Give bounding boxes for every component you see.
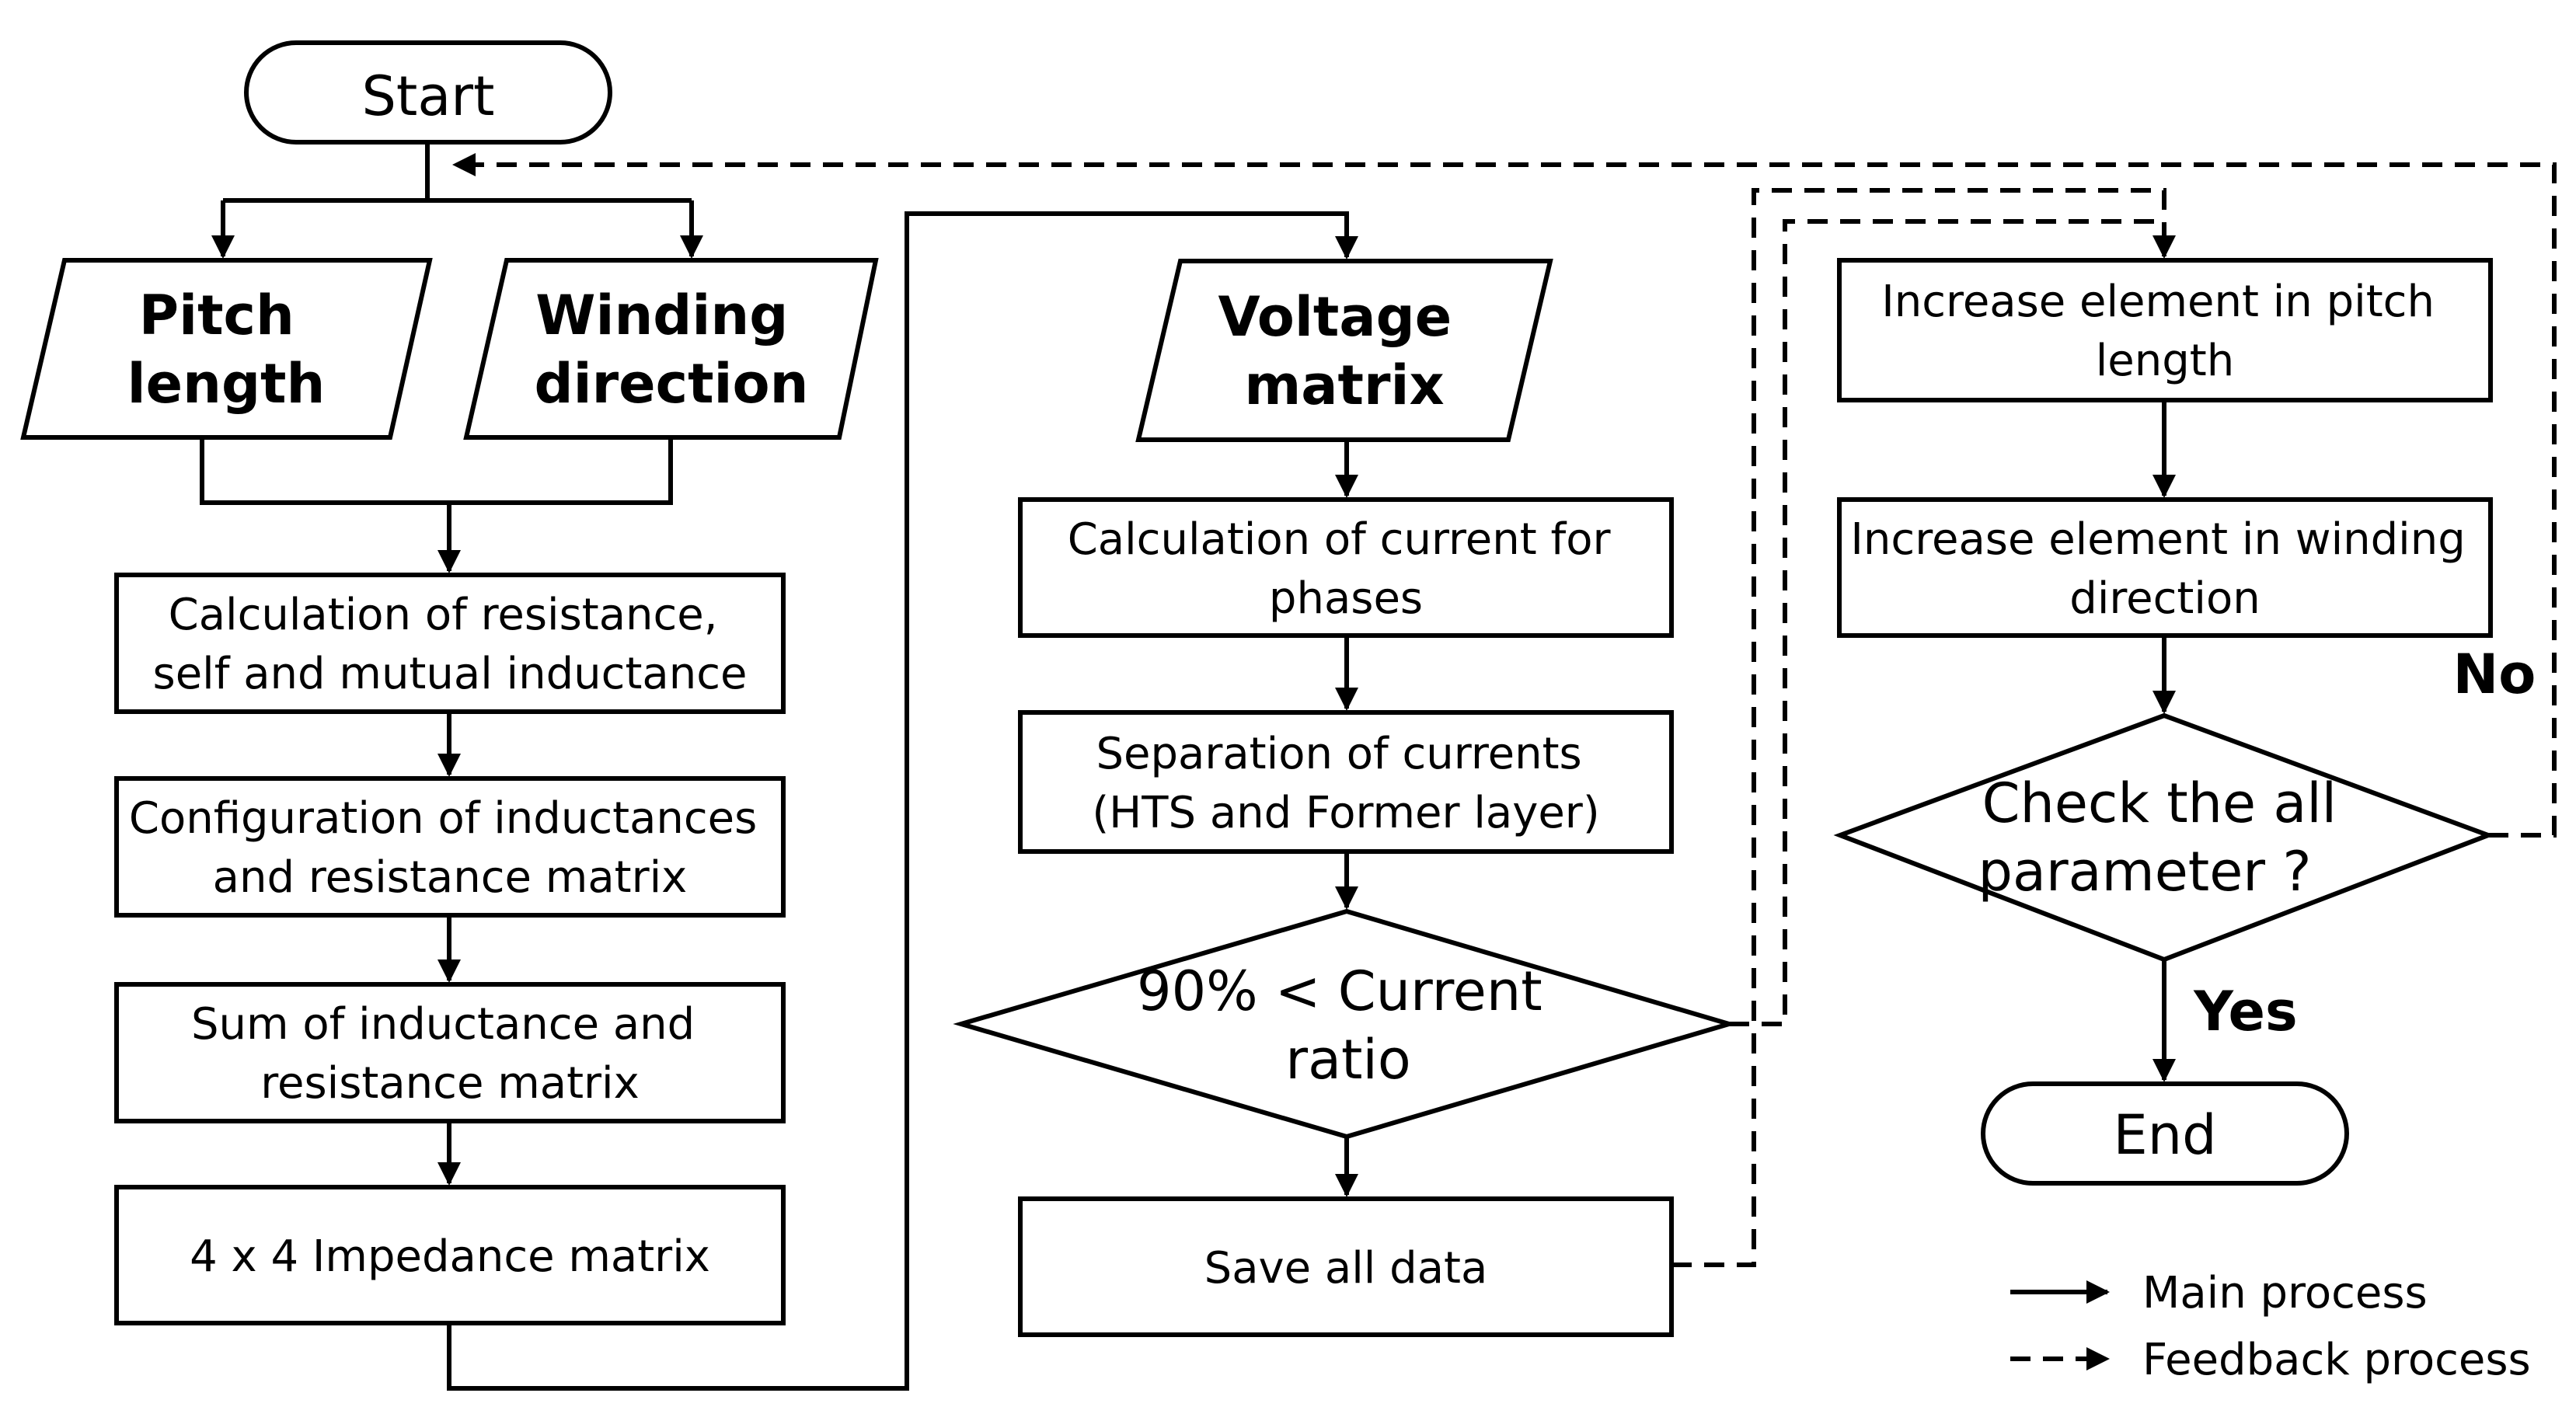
edge-label-yes: Yes bbox=[2193, 980, 2297, 1043]
node-impedance-matrix: 4 x 4 Impedance matrix bbox=[114, 1185, 786, 1325]
svg-text:Voltage matrix: Voltage matrix bbox=[1218, 285, 1470, 417]
node-current-ratio-line2: ratio bbox=[1285, 1028, 1410, 1092]
main-process-connectors bbox=[200, 142, 2176, 1391]
feedback-connectors bbox=[452, 153, 2557, 1267]
legend-feedback-label: Feedback process bbox=[2142, 1335, 2531, 1385]
node-voltage-matrix-line1: Voltage bbox=[1218, 285, 1452, 349]
node-end-label: End bbox=[2113, 1103, 2216, 1167]
svg-text:Check the all parameter: Check the all parameter ? bbox=[1978, 771, 2355, 904]
node-winding-direction-line2: direction bbox=[535, 352, 809, 416]
node-sum-matrix: Sum of inductance and resistance matrix bbox=[114, 982, 786, 1123]
node-calc-current-line2: phases bbox=[1269, 573, 1423, 624]
node-check-param-line2: parameter ? bbox=[1978, 840, 2312, 904]
node-increase-pitch-line2: length bbox=[2096, 336, 2235, 386]
legend-main-label: Main process bbox=[2142, 1268, 2428, 1318]
node-config-matrix-line2: and resistance matrix bbox=[213, 852, 688, 903]
svg-text:Separation of currents (: Separation of currents (HTS and Former l… bbox=[1092, 729, 1599, 838]
connector-inputs-merge bbox=[200, 437, 673, 505]
node-winding-direction: Winding direction bbox=[463, 258, 879, 440]
node-increase-winding-line2: direction bbox=[2069, 573, 2260, 624]
node-save-data-label: Save all data bbox=[1204, 1243, 1488, 1294]
node-calc-resistance-line1: Calculation of resistance, bbox=[169, 590, 718, 640]
node-increase-winding-line1: Increase element in winding bbox=[1850, 514, 2465, 565]
svg-text:Increase element in winding: Increase element in winding direction bbox=[1850, 514, 2479, 624]
edge-label-no: No bbox=[2453, 643, 2536, 706]
node-calc-current: Calculation of current for phases bbox=[1018, 497, 1674, 638]
node-save-data: Save all data bbox=[1018, 1196, 1674, 1337]
node-voltage-matrix: Voltage matrix bbox=[1135, 259, 1553, 442]
connector-impedance-to-voltage bbox=[447, 211, 1358, 1391]
svg-text:Increase element in pitch: Increase element in pitch length bbox=[1881, 277, 2449, 386]
node-sum-matrix-line1: Sum of inductance and bbox=[191, 999, 695, 1050]
node-increase-pitch-line1: Increase element in pitch bbox=[1881, 277, 2435, 327]
node-calc-current-line1: Calculation of current for bbox=[1068, 514, 1612, 565]
feedback-ratio-loop bbox=[1729, 219, 2164, 1026]
svg-text:Pitch length: Pitch length bbox=[127, 284, 326, 416]
node-current-ratio: 90% < Current ratio bbox=[953, 908, 1738, 1140]
node-pitch-length-line2: length bbox=[127, 352, 326, 416]
node-check-param: Check the all parameter ? bbox=[1833, 712, 2495, 963]
node-current-ratio-line1: 90% < Current bbox=[1137, 959, 1542, 1023]
node-check-param-line1: Check the all bbox=[1982, 771, 2337, 835]
node-config-matrix: Configuration of inductances and resista… bbox=[114, 776, 786, 918]
node-start-label: Start bbox=[361, 64, 494, 128]
node-calc-resistance-line2: self and mutual inductance bbox=[153, 649, 748, 699]
svg-text:Winding direction: Winding direction bbox=[535, 284, 809, 416]
svg-text:90% < Current ratio: 90% < Current ratio bbox=[1137, 959, 1560, 1092]
node-increase-winding: Increase element in winding direction bbox=[1837, 497, 2493, 638]
legend: Main process Feedback process bbox=[2010, 1268, 2531, 1385]
svg-text:Sum of inductance and re: Sum of inductance and resistance matrix bbox=[191, 999, 709, 1109]
svg-text:Calculation of resistance,: Calculation of resistance, self and mutu… bbox=[153, 590, 748, 699]
node-start: Start bbox=[244, 40, 612, 145]
node-pitch-length-line1: Pitch bbox=[139, 284, 295, 347]
feedback-save-data-loop bbox=[1671, 188, 2176, 1267]
node-voltage-matrix-line2: matrix bbox=[1244, 353, 1444, 417]
node-winding-direction-line1: Winding bbox=[535, 284, 788, 347]
svg-text:Calculation of current for: Calculation of current for phases bbox=[1068, 514, 1625, 624]
node-pitch-length: Pitch length bbox=[20, 258, 433, 440]
node-end: End bbox=[1981, 1081, 2349, 1186]
node-calc-resistance: Calculation of resistance, self and mutu… bbox=[114, 573, 786, 714]
node-sum-matrix-line2: resistance matrix bbox=[260, 1058, 640, 1109]
node-config-matrix-line1: Configuration of inductances bbox=[129, 793, 757, 844]
node-separation-line2: (HTS and Former layer) bbox=[1092, 788, 1599, 838]
node-separation: Separation of currents (HTS and Former l… bbox=[1018, 710, 1674, 854]
node-increase-pitch: Increase element in pitch length bbox=[1837, 258, 2493, 402]
svg-text:Configuration of inductances: Configuration of inductances and resista… bbox=[129, 793, 771, 903]
node-impedance-matrix-label: 4 x 4 Impedance matrix bbox=[190, 1231, 710, 1282]
node-separation-line1: Separation of currents bbox=[1096, 729, 1581, 779]
feedback-no-to-start bbox=[452, 153, 2557, 838]
